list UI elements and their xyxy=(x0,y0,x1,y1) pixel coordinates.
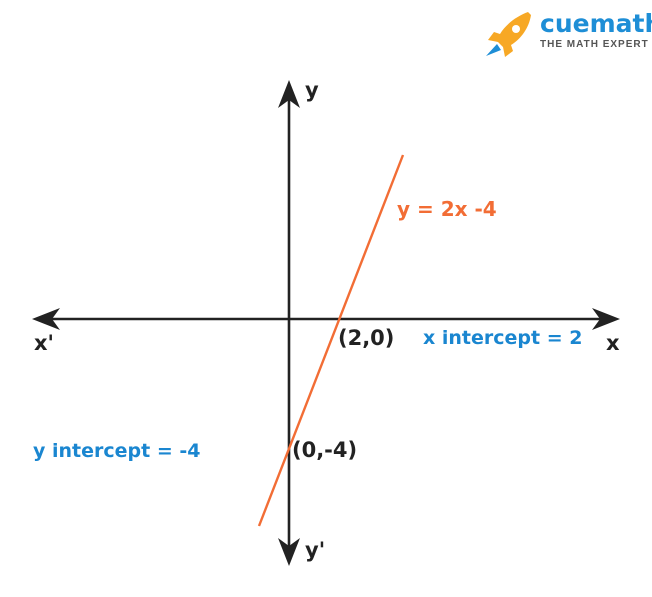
brand-tagline: THE MATH EXPERT xyxy=(540,39,649,50)
x-axis-left-arrow xyxy=(32,308,60,330)
x-axis-label: x xyxy=(606,331,620,355)
axes xyxy=(32,80,620,566)
brand-logo: cuemath THE MATH EXPERT xyxy=(486,9,652,57)
y-axis-top-arrow xyxy=(278,80,300,108)
x-intercept-annotation: x intercept = 2 xyxy=(423,327,582,349)
x-intercept-point-label: (2,0) xyxy=(338,326,394,350)
y-intercept-annotation: y intercept = -4 xyxy=(33,440,200,462)
rocket-icon xyxy=(486,12,531,57)
y-intercept-point-label: (0,-4) xyxy=(292,438,357,462)
x-axis-right-arrow xyxy=(592,308,620,330)
brand-name: cuemath xyxy=(540,9,652,38)
y-axis-negative-label: y' xyxy=(305,538,325,562)
graph-line xyxy=(257,154,405,527)
x-axis-negative-label: x' xyxy=(34,331,54,355)
line-equation-label: y = 2x -4 xyxy=(397,197,497,221)
y-axis-label: y xyxy=(305,78,319,102)
y-axis-bottom-arrow xyxy=(278,538,300,566)
